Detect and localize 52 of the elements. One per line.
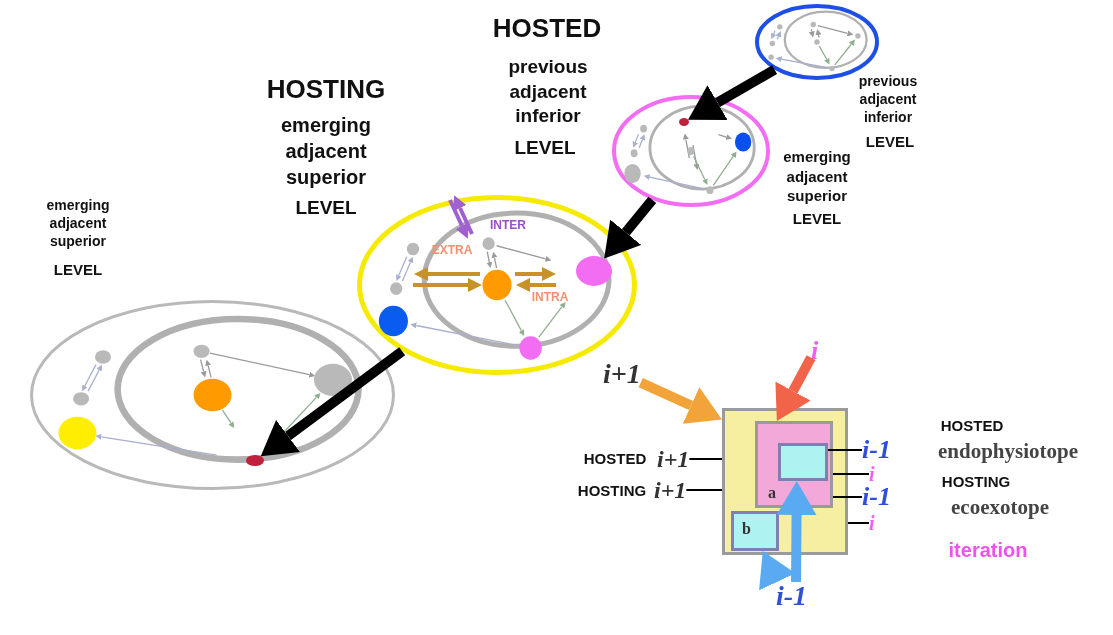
nested-region [722, 408, 848, 555]
arrow [688, 65, 778, 120]
nested-region [778, 443, 828, 481]
exchange-label: INTRA [531, 291, 569, 305]
index-label: i+1 [603, 360, 641, 388]
region-letter: b [742, 520, 751, 538]
index-label: i-1 [776, 582, 808, 610]
arrow [775, 355, 816, 421]
leader-line [832, 473, 870, 475]
leader-line [688, 458, 723, 460]
level-word: LEVEL [865, 134, 915, 151]
role-label: HOSTING [941, 474, 1011, 491]
arrow [776, 481, 817, 583]
level-description: emerging adjacent superior [782, 147, 852, 206]
role-label: HOSTED [583, 451, 647, 468]
leader-line [685, 489, 723, 491]
level-description: previous adjacent inferior [857, 72, 919, 127]
dot [246, 455, 264, 466]
level-word: LEVEL [514, 138, 576, 159]
index-label: i-1 [862, 484, 891, 510]
index-label: i-1 [862, 437, 891, 463]
level-word: LEVEL [295, 198, 357, 219]
level-description: previous adjacent inferior [507, 55, 589, 129]
arrow [604, 196, 657, 259]
level-ellipse [30, 300, 395, 490]
leader-line [827, 449, 863, 451]
term-label: ecoexotope [951, 496, 1049, 520]
exchange-label: INTER [490, 219, 526, 233]
region-letter: a [768, 484, 776, 502]
role-label: HOSTED [940, 418, 1004, 435]
arrow [638, 378, 722, 424]
iteration-label: iteration [948, 539, 1028, 561]
index-label: i [811, 338, 819, 364]
term-label: endophysiotope [938, 440, 1078, 464]
index-label: i [869, 464, 875, 484]
level-word: LEVEL [792, 211, 842, 228]
level-heading: HOSTED [492, 14, 602, 43]
index-label: i+1 [654, 478, 687, 502]
level-description: emerging adjacent superior [280, 113, 372, 190]
index-label: i [869, 513, 875, 533]
index-label: i+1 [657, 447, 690, 471]
nested-region [755, 421, 833, 508]
dot [576, 256, 612, 286]
role-label: HOSTING [577, 483, 647, 500]
leader-line [847, 522, 870, 524]
leader-line [832, 496, 863, 498]
nested-region [731, 511, 779, 551]
level-description: emerging adjacent superior [45, 196, 111, 251]
dot [679, 118, 689, 126]
level-word: LEVEL [53, 262, 103, 279]
level-heading: HOSTING [266, 75, 386, 104]
level-ellipse [612, 95, 770, 207]
